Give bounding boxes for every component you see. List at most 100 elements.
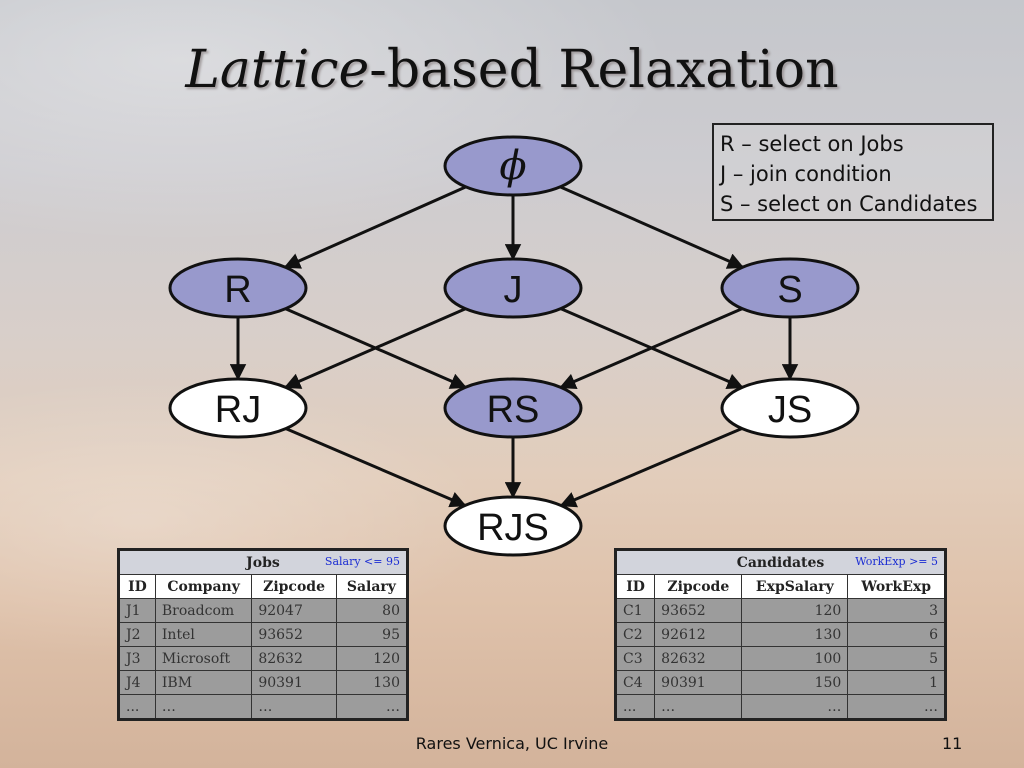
table-row: C3 82632 100 5 <box>614 646 946 671</box>
node-s: S <box>720 257 860 319</box>
node-rjs: RJS <box>443 495 583 557</box>
title-rest: -based Relaxation <box>369 40 839 100</box>
jobs-condition: Salary <= 95 <box>324 555 400 568</box>
cell: C4 <box>614 670 656 695</box>
cell: Broadcom <box>154 598 253 623</box>
cell: J4 <box>118 670 156 695</box>
cell: 120 <box>741 598 849 623</box>
cell: 150 <box>741 670 849 695</box>
candidates-header-row: ID Zipcode ExpSalary WorkExp <box>614 574 946 599</box>
candidates-col-id: ID <box>614 574 656 599</box>
node-ellipse <box>720 257 860 319</box>
footer-author: Rares Vernica, UC Irvine <box>415 734 609 753</box>
table-row: J2 Intel 93652 95 <box>118 622 409 647</box>
cell: J1 <box>118 598 156 623</box>
edge-s-to-rs <box>559 307 743 390</box>
table-row: ... … … … <box>614 694 946 720</box>
node-rj: RJ <box>168 377 308 439</box>
node-label: J <box>504 269 523 311</box>
jobs-table-caption: Jobs Salary <= 95 <box>118 549 408 575</box>
jobs-table: Jobs Salary <= 95 ID Company Zipcode Sal… <box>117 548 409 721</box>
cell: C2 <box>614 622 656 647</box>
cell: 1 <box>847 670 946 695</box>
node-ellipse <box>443 495 583 557</box>
node-ellipse <box>443 135 583 197</box>
cell: IBM <box>154 670 253 695</box>
lattice-edges <box>229 185 799 508</box>
cell: … <box>741 694 849 720</box>
cell: 90391 <box>654 670 743 695</box>
table-row: ... … … … <box>118 694 409 720</box>
edge-phi-to-r <box>283 185 467 269</box>
node-ellipse <box>168 257 308 319</box>
cell: 82632 <box>654 646 743 671</box>
node-j: J <box>443 257 583 319</box>
cell: C3 <box>614 646 656 671</box>
legend-item-s: S – select on Candidates <box>720 192 978 216</box>
node-label: R <box>224 269 251 311</box>
jobs-header-row: ID Company Zipcode Salary <box>118 574 409 599</box>
slide-title: Lattice-based Relaxation <box>0 40 1024 100</box>
table-row: C1 93652 120 3 <box>614 598 946 623</box>
node-ellipse <box>720 377 860 439</box>
cell: 92612 <box>654 622 743 647</box>
node-label: RS <box>487 389 540 431</box>
cell: Intel <box>154 622 253 647</box>
table-row: C4 90391 150 1 <box>614 670 946 695</box>
node-ellipse <box>443 257 583 319</box>
candidates-table-name: Candidates <box>736 554 825 571</box>
jobs-col-salary: Salary <box>335 574 409 599</box>
node-label: RJS <box>477 507 549 549</box>
table-row: J4 IBM 90391 130 <box>118 670 409 695</box>
legend-item-j: J – join condition <box>720 162 892 186</box>
node-ellipse <box>168 377 308 439</box>
candidates-table: Candidates WorkExp >= 5 ID Zipcode ExpSa… <box>614 548 947 721</box>
cell: ... <box>118 694 156 720</box>
legend-box: R – select on Jobs J – join condition S … <box>712 123 994 221</box>
cell: ... <box>614 694 656 720</box>
edge-phi-to-s <box>559 185 745 269</box>
cell: Microsoft <box>154 646 253 671</box>
cell: … <box>335 694 409 720</box>
node-label: ϕ <box>499 143 526 189</box>
candidates-table-caption: Candidates WorkExp >= 5 <box>615 549 946 575</box>
jobs-col-zipcode: Zipcode <box>251 574 337 599</box>
cell: 80 <box>335 598 409 623</box>
cell: 92047 <box>251 598 337 623</box>
candidates-condition: WorkExp >= 5 <box>855 555 938 568</box>
node-rs: RS <box>443 377 583 439</box>
candidates-col-expsalary: ExpSalary <box>741 574 849 599</box>
cell: 3 <box>847 598 946 623</box>
edge-js-to-rjs <box>559 427 743 508</box>
edge-j-to-rj <box>284 307 467 389</box>
cell: … <box>654 694 743 720</box>
candidates-col-zipcode: Zipcode <box>654 574 743 599</box>
jobs-col-company: Company <box>154 574 253 599</box>
candidates-col-workexp: WorkExp <box>847 574 946 599</box>
table-row: J3 Microsoft 82632 120 <box>118 646 409 671</box>
cell: 130 <box>741 622 849 647</box>
table-row: C2 92612 130 6 <box>614 622 946 647</box>
cell: 100 <box>741 646 849 671</box>
node-phi: ϕ <box>443 135 583 197</box>
node-label: RJ <box>215 389 261 431</box>
legend-item-r: R – select on Jobs <box>720 132 904 156</box>
cell: 93652 <box>251 622 337 647</box>
cell: 82632 <box>251 646 337 671</box>
jobs-table-name: Jobs <box>246 554 280 571</box>
node-ellipse <box>443 377 583 439</box>
cell: J3 <box>118 646 156 671</box>
table-row: J1 Broadcom 92047 80 <box>118 598 409 623</box>
cell: 5 <box>847 646 946 671</box>
title-italic: Lattice <box>185 40 370 100</box>
cell: J2 <box>118 622 156 647</box>
cell: … <box>251 694 337 720</box>
cell: 93652 <box>654 598 743 623</box>
jobs-col-id: ID <box>118 574 156 599</box>
cell: C1 <box>614 598 656 623</box>
cell: 130 <box>335 670 409 695</box>
cell: … <box>154 694 253 720</box>
cell: 90391 <box>251 670 337 695</box>
